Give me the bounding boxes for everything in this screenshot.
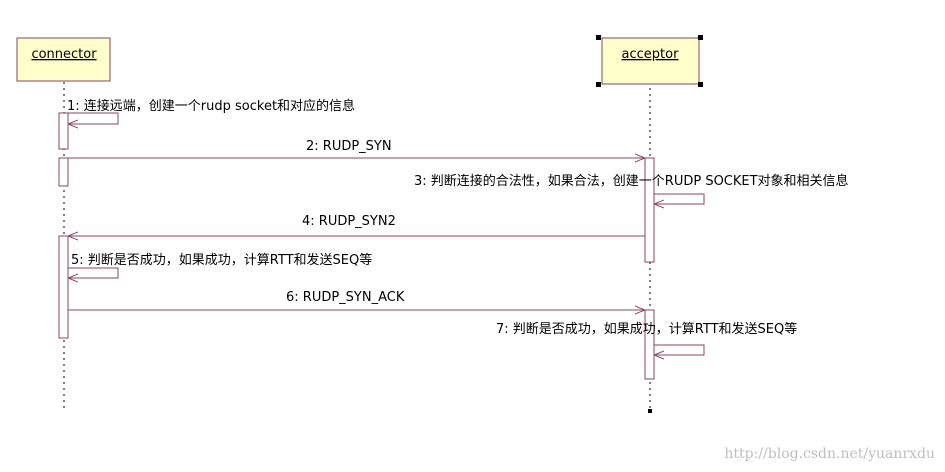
connector-participant[interactable]: connector [16,37,111,82]
connector-activation-3 [58,235,69,339]
message-4-label: 4: RUDP_SYN2 [302,214,396,229]
message-7-label: 7: 判断是否成功，如果成功，计算RTT和发送SEQ等 [496,321,797,337]
watermark: http://blog.csdn.net/yuanrxdu [724,446,935,462]
selection-handle-tr[interactable] [698,35,703,40]
connector-activation-1 [58,112,69,150]
selection-handle-tl[interactable] [596,35,601,40]
selection-handle-br[interactable] [698,82,703,87]
connector-label: connector [31,47,97,62]
acceptor-activation-2 [644,309,655,380]
message-2-label: 2: RUDP_SYN [306,139,392,154]
message-7-arrow[interactable] [654,344,705,355]
message-3-arrow[interactable] [654,193,705,204]
acceptor-activation-1 [644,157,655,263]
selection-handle-bl[interactable] [596,82,601,87]
message-3-label: 3: 判断连接的合法性，如果合法，创建一个RUDP SOCKET对象和相关信息 [414,173,849,189]
acceptor-box [601,37,700,85]
acceptor-participant[interactable]: acceptor [596,35,703,87]
message-5-arrow[interactable] [68,267,119,278]
message-5-label: 5: 判断是否成功，如果成功，计算RTT和发送SEQ等 [71,252,372,268]
connector-box [16,37,111,82]
acceptor-lifeline-end [648,409,652,413]
message-6-label: 6: RUDP_SYN_ACK [286,290,405,305]
message-1-arrow[interactable] [68,112,119,124]
connector-activation-2 [58,157,69,187]
acceptor-label: acceptor [622,47,680,62]
message-1-label: 1: 连接远端，创建一个rudp socket和对应的信息 [67,98,355,114]
